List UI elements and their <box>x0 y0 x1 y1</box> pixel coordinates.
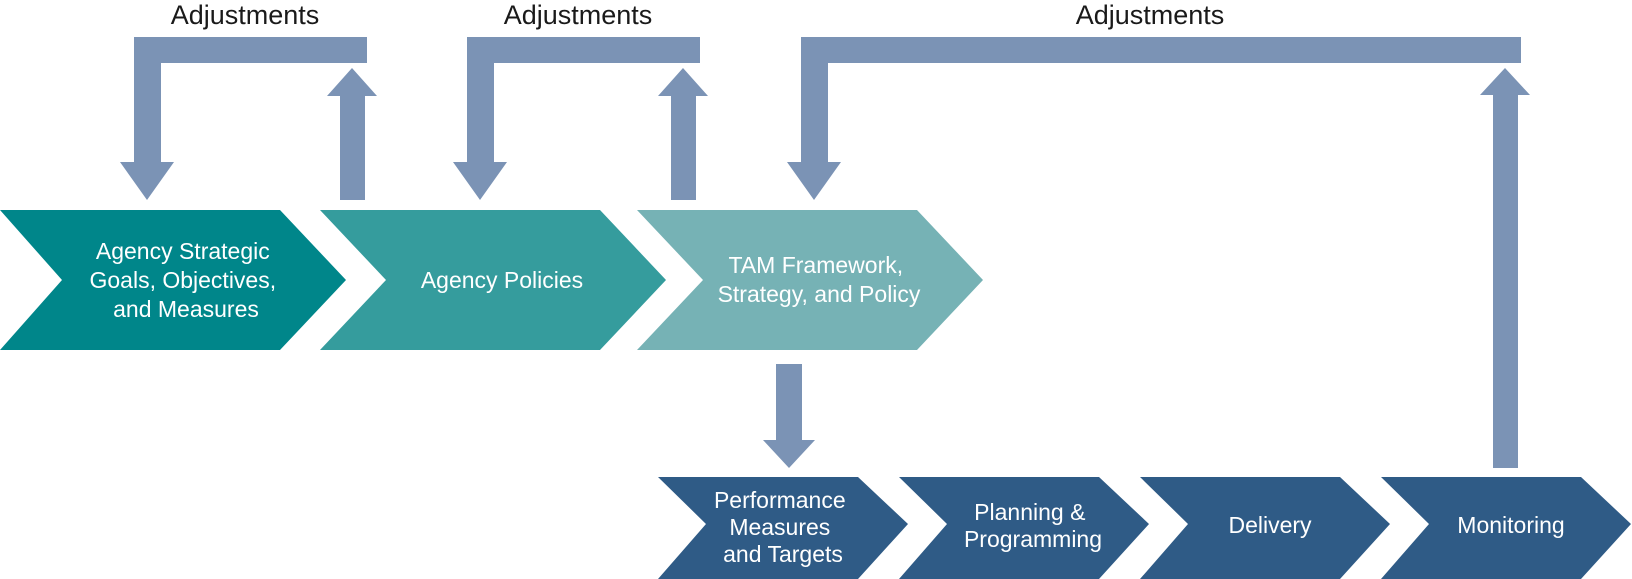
adjustment-return-arrow-3 <box>787 37 1521 200</box>
bottom-step-4: Monitoring <box>1381 477 1631 579</box>
step-label-line: Programming <box>964 526 1102 552</box>
tam-down-arrow <box>763 364 815 468</box>
feedback-loop-3: Adjustments <box>787 0 1530 468</box>
chevron-shape <box>0 210 346 350</box>
step-label-line: Strategy, and Policy <box>718 281 921 307</box>
top-step-1: Agency Strategic Goals, Objectives, and … <box>0 210 346 350</box>
up-arrow-2 <box>658 68 708 200</box>
step-label-line: Planning & <box>974 499 1085 525</box>
step-label-line: TAM Framework, <box>728 252 903 278</box>
step-label: Agency Strategic Goals, Objectives, and … <box>89 238 282 322</box>
chevron-shape <box>1140 477 1390 579</box>
feedback-loop-1: Adjustments <box>120 0 377 200</box>
step-label: Monitoring <box>1457 512 1564 538</box>
adjustments-label-3: Adjustments <box>1076 0 1225 30</box>
step-label-line: Performance <box>714 487 846 513</box>
step-label: TAM Framework, Strategy, and Policy <box>718 252 921 307</box>
step-label-line: and Targets <box>723 541 843 567</box>
chevron-shape <box>899 477 1149 579</box>
step-label-line: Monitoring <box>1457 512 1564 538</box>
chevron-shape <box>658 477 908 579</box>
adjustments-label-1: Adjustments <box>171 0 320 30</box>
step-label: Agency Policies <box>421 267 583 293</box>
chevron-shape <box>1381 477 1631 579</box>
bottom-step-2: Planning & Programming <box>899 477 1149 579</box>
monitoring-up-arrow <box>1480 68 1530 468</box>
chevron-shape <box>637 210 983 350</box>
chevron-shape <box>320 210 666 350</box>
step-label: Delivery <box>1228 512 1312 538</box>
adjustments-label-2: Adjustments <box>504 0 653 30</box>
step-label-line: Goals, Objectives, <box>89 267 276 293</box>
step-label-line: Delivery <box>1228 512 1312 538</box>
bottom-step-1: Performance Measures and Targets <box>658 477 908 579</box>
step-label: Planning & Programming <box>964 499 1102 552</box>
step-label: Performance Measures and Targets <box>714 487 852 567</box>
top-step-2: Agency Policies <box>320 210 666 350</box>
step-label-line: Agency Policies <box>421 267 583 293</box>
top-step-3: TAM Framework, Strategy, and Policy <box>637 210 983 350</box>
adjustment-return-arrow-1 <box>120 37 367 200</box>
adjustment-return-arrow-2 <box>453 37 700 200</box>
step-label-line: Measures <box>729 514 830 540</box>
step-label-line: and Measures <box>113 296 259 322</box>
feedback-loop-2: Adjustments <box>453 0 708 200</box>
up-arrow-1 <box>327 68 377 200</box>
step-label-line: Agency Strategic <box>96 238 270 264</box>
bottom-step-3: Delivery <box>1140 477 1390 579</box>
